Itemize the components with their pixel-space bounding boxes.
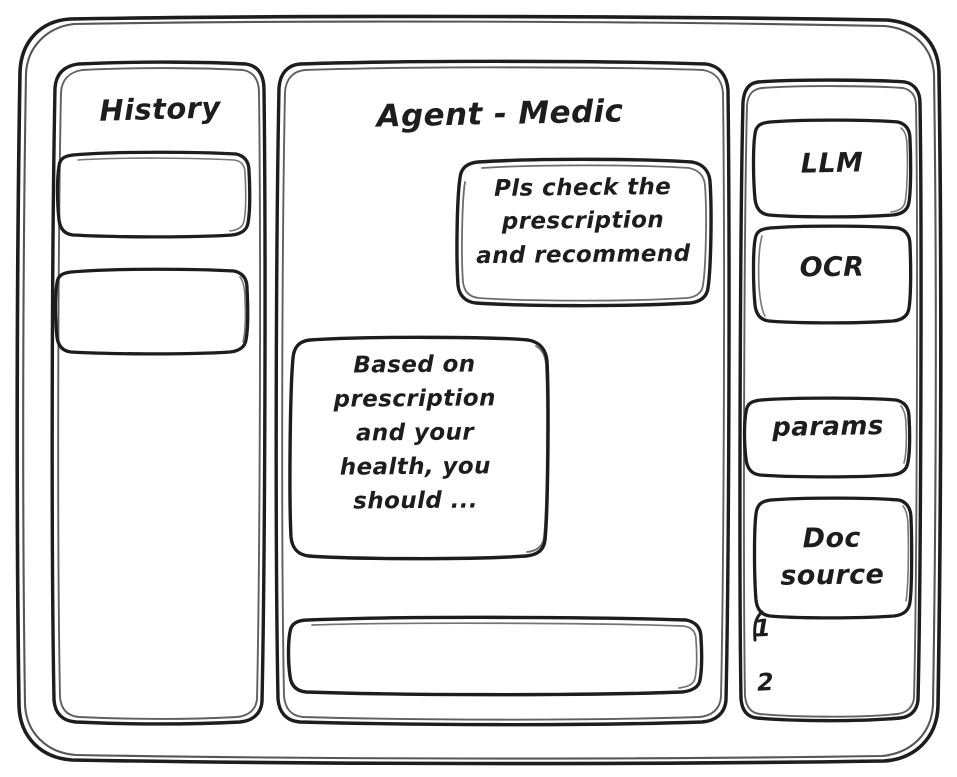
tools-panel-outline [738,78,923,723]
params-card-label: params [772,411,884,443]
user-message-text: Pls check the prescription and recommend [476,174,691,269]
history-item-1-outline[interactable] [55,150,252,239]
llm-card-label: LLM [800,147,864,180]
agent-panel-outline [274,59,731,727]
user-message-bubble-outline [455,157,713,308]
doc-source-card-outline[interactable] [752,496,914,620]
window-frame [15,14,943,766]
ocr-card-label: OCR [799,251,865,284]
composer-input-outline[interactable] [286,615,704,697]
doc-source-card-label: Doc source [780,522,885,592]
ocr-card-outline[interactable] [751,224,913,325]
params-card-outline[interactable] [742,396,912,479]
assistant-message-bubble-outline [288,335,550,561]
history-panel-outline [50,60,267,726]
history-item-2-outline[interactable] [53,267,250,356]
agent-panel-title: Agent - Medic [376,93,624,135]
doc-source-list-item-2[interactable]: 2 [756,667,775,697]
assistant-message-text: Based on prescription and your health, y… [333,351,496,515]
doc-source-list-item-1[interactable]: 1 [753,613,772,643]
llm-card-outline[interactable] [751,118,913,219]
history-panel-title: History [98,90,222,128]
doc-source-connector [753,610,764,642]
